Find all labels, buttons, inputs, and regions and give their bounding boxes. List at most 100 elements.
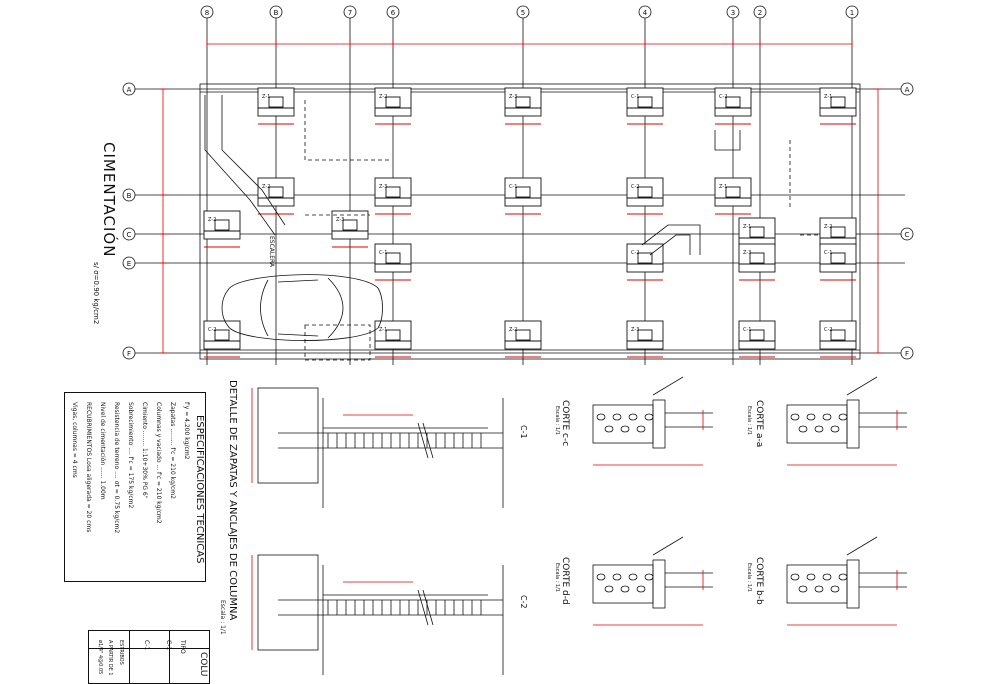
footing-label: Z-2 bbox=[208, 217, 216, 223]
axis-bubble-right bbox=[900, 346, 914, 360]
corte-bb-title: CORTE b-b bbox=[754, 557, 764, 605]
axis-label-right: A bbox=[905, 86, 910, 94]
car-outline bbox=[221, 274, 383, 341]
footing: C-2 bbox=[819, 320, 857, 358]
footing: Z-2 bbox=[257, 177, 295, 215]
axis-label-left: A bbox=[127, 86, 132, 94]
plan-title: CIMENTACIÓN bbox=[100, 142, 118, 258]
section-detail bbox=[786, 376, 907, 466]
footing: Z-1 bbox=[374, 320, 412, 358]
axis-label-top: 5 bbox=[521, 9, 525, 17]
footing-label: C-1 bbox=[824, 250, 832, 256]
axis-bubble-top bbox=[343, 5, 357, 19]
footing: C-2 bbox=[714, 87, 752, 125]
column-table-row-2: C-1 bbox=[143, 640, 150, 651]
specs-box bbox=[64, 392, 206, 582]
footing-label: C-1 bbox=[743, 327, 751, 333]
column-table-title: COLU bbox=[198, 652, 208, 677]
axis-bubble-top bbox=[726, 5, 740, 19]
axis-label-top: 7 bbox=[348, 9, 352, 17]
axis-label-left: E bbox=[127, 260, 131, 268]
plan-subtitle: s/ σ=0.90 kg/cm2 bbox=[92, 262, 100, 325]
corte-dd-scale: Escala : 1/1 bbox=[554, 563, 560, 592]
column-table-note-1: ESTRIBOS bbox=[118, 640, 124, 665]
footing-label: C-1 bbox=[631, 94, 639, 100]
footing: C-2 bbox=[626, 243, 664, 281]
detail-title: DETALLE DE ZAPATAS Y ANCLAJES DE COLUMNA bbox=[227, 380, 238, 621]
footing-label: Z-1 bbox=[262, 94, 270, 100]
footing: C-1 bbox=[819, 243, 857, 281]
spec-line: Columnas y vaciado ... f'c = 210 kg/cm2 bbox=[155, 402, 162, 524]
corte-cc-title: CORTE c-c bbox=[560, 400, 570, 447]
axis-bubble-left bbox=[122, 346, 136, 360]
spec-line: Resistencia de terreno .... σt = 0.75 kg… bbox=[113, 402, 120, 534]
footing: Z-3 bbox=[374, 177, 412, 215]
footing-label: C-2 bbox=[631, 184, 639, 190]
axis-label-right: F bbox=[905, 350, 909, 358]
axis-bubble-right bbox=[900, 227, 914, 241]
axis-label-top: 6 bbox=[391, 9, 396, 17]
corte-dd-title: CORTE d-d bbox=[560, 557, 570, 605]
footing-label: Z-2 bbox=[824, 224, 832, 230]
section-detail bbox=[592, 376, 713, 466]
axis-bubble-left bbox=[122, 82, 136, 96]
footing-label: C-2 bbox=[208, 327, 216, 333]
footing-label: Z-3 bbox=[379, 184, 387, 190]
section-detail bbox=[786, 536, 907, 626]
corte-aa-scale: Escala : 1/1 bbox=[746, 406, 752, 435]
footing-label: Z-2 bbox=[509, 327, 517, 333]
footing-label: C-1 bbox=[509, 184, 517, 190]
footing-label: Z-3 bbox=[509, 94, 517, 100]
axis-label-top: 1 bbox=[850, 9, 854, 17]
column-table-note-3: ø1/4" 4@0.05 bbox=[97, 640, 103, 675]
section-detail bbox=[592, 536, 713, 626]
axis-bubble-top bbox=[269, 5, 283, 19]
footing-label: Z-3 bbox=[336, 217, 344, 223]
footing: C-1 bbox=[738, 320, 776, 358]
footing-label: Z-1 bbox=[719, 184, 727, 190]
footing: Z-2 bbox=[374, 87, 412, 125]
footing-label: C-2 bbox=[719, 94, 727, 100]
footing: C-1 bbox=[626, 87, 664, 125]
column-table-row-1: C-1 bbox=[165, 640, 172, 651]
axis-bubble-top bbox=[200, 5, 214, 19]
footing: Z-1 bbox=[819, 87, 857, 125]
spec-line: Cimiento ........ 1:10+30% PG 6" bbox=[141, 402, 148, 499]
footing-label: C-2 bbox=[824, 327, 832, 333]
detail-label-c1: C-1 bbox=[519, 425, 528, 439]
corte-bb-scale: Escala : 1/1 bbox=[746, 563, 752, 592]
footing: C-1 bbox=[504, 177, 542, 215]
axis-label-left: C bbox=[127, 231, 132, 239]
detail-label-c2: C-2 bbox=[519, 595, 528, 609]
footing-label: Z-3 bbox=[743, 250, 751, 256]
footing-label: Z-2 bbox=[379, 94, 387, 100]
column-table-note-2: A PARTIR DE 1 bbox=[107, 640, 113, 676]
spec-line: Sobrecimiento .... f'c = 175 kg/cm2 bbox=[127, 402, 134, 509]
footing: Z-3 bbox=[331, 210, 369, 248]
footing-label: Z-1 bbox=[824, 94, 832, 100]
footing-label: Z-3 bbox=[631, 327, 639, 333]
spec-line: f'y = 4,200 kg/cm2 bbox=[183, 402, 190, 460]
axis-label-top: 3 bbox=[731, 9, 735, 17]
footing-label: C-2 bbox=[631, 250, 639, 256]
corte-aa-title: CORTE a-a bbox=[754, 400, 764, 448]
footing: Z-2 bbox=[203, 210, 241, 248]
axis-label-top: 2 bbox=[758, 9, 762, 17]
footing-label: Z-1 bbox=[379, 327, 387, 333]
footing: Z-3 bbox=[626, 320, 664, 358]
spec-line: Vigas, columnas = 4 cms bbox=[71, 402, 78, 478]
footing: Z-1 bbox=[257, 87, 295, 125]
footing: C-2 bbox=[626, 177, 664, 215]
stair-label: ESCALERA bbox=[268, 236, 275, 268]
footing: Z-3 bbox=[738, 243, 776, 281]
detail-scale: Escala : 1/1 bbox=[219, 600, 226, 635]
spec-line: Nivel de cimentación ...... 1.00m bbox=[99, 402, 106, 500]
axis-label-right: C bbox=[905, 231, 910, 239]
footing-detail bbox=[251, 387, 504, 508]
axis-bubble-top bbox=[386, 5, 400, 19]
axis-label-top: B bbox=[274, 9, 279, 17]
footing: C-1 bbox=[374, 243, 412, 281]
axis-bubble-top bbox=[753, 5, 767, 19]
axis-bubble-right bbox=[900, 82, 914, 96]
